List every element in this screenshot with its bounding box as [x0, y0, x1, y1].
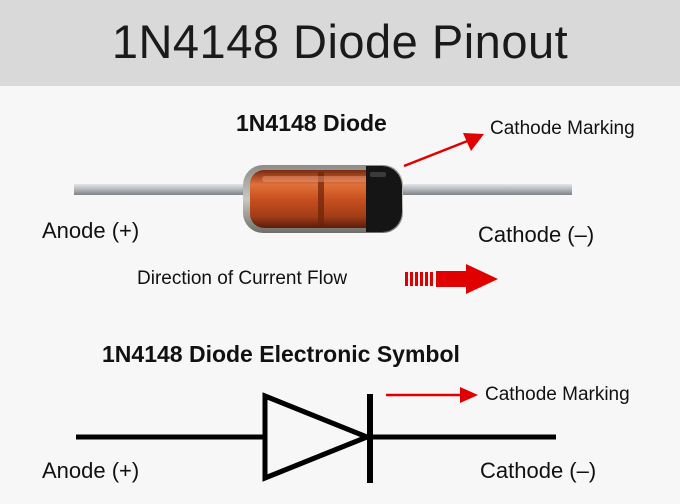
body-stripe	[318, 172, 324, 226]
diagram-art	[74, 133, 572, 483]
symbol-triangle	[262, 392, 374, 482]
symbol-anode-label: Anode (+)	[42, 458, 140, 483]
photo-anode-label: Anode (+)	[42, 218, 140, 243]
cathode-band	[366, 166, 402, 232]
current-flow-label: Direction of Current Flow	[137, 268, 348, 289]
photo-cathode-label: Cathode (–)	[478, 222, 595, 247]
symbol-cathode-label: Cathode (–)	[480, 458, 597, 483]
page-title: 1N4148 Diode Pinout	[111, 15, 569, 68]
photo-title: 1N4148 Diode	[236, 110, 387, 136]
header-bar: 1N4148 Diode Pinout	[0, 0, 680, 86]
diode-photo	[74, 165, 572, 233]
cathode-lead	[398, 184, 572, 195]
symbol-cathode-arrow	[386, 387, 478, 403]
symbol-cathode-marking-label: Cathode Marking	[485, 384, 630, 405]
photo-cathode-marking-label: Cathode Marking	[490, 118, 635, 139]
anode-lead	[74, 184, 246, 195]
body-highlight	[262, 176, 372, 182]
current-flow-arrow	[405, 264, 498, 294]
cathode-marking-arrow	[403, 133, 484, 168]
symbol-title: 1N4148 Diode Electronic Symbol	[102, 341, 460, 367]
diode-symbol	[76, 392, 556, 483]
